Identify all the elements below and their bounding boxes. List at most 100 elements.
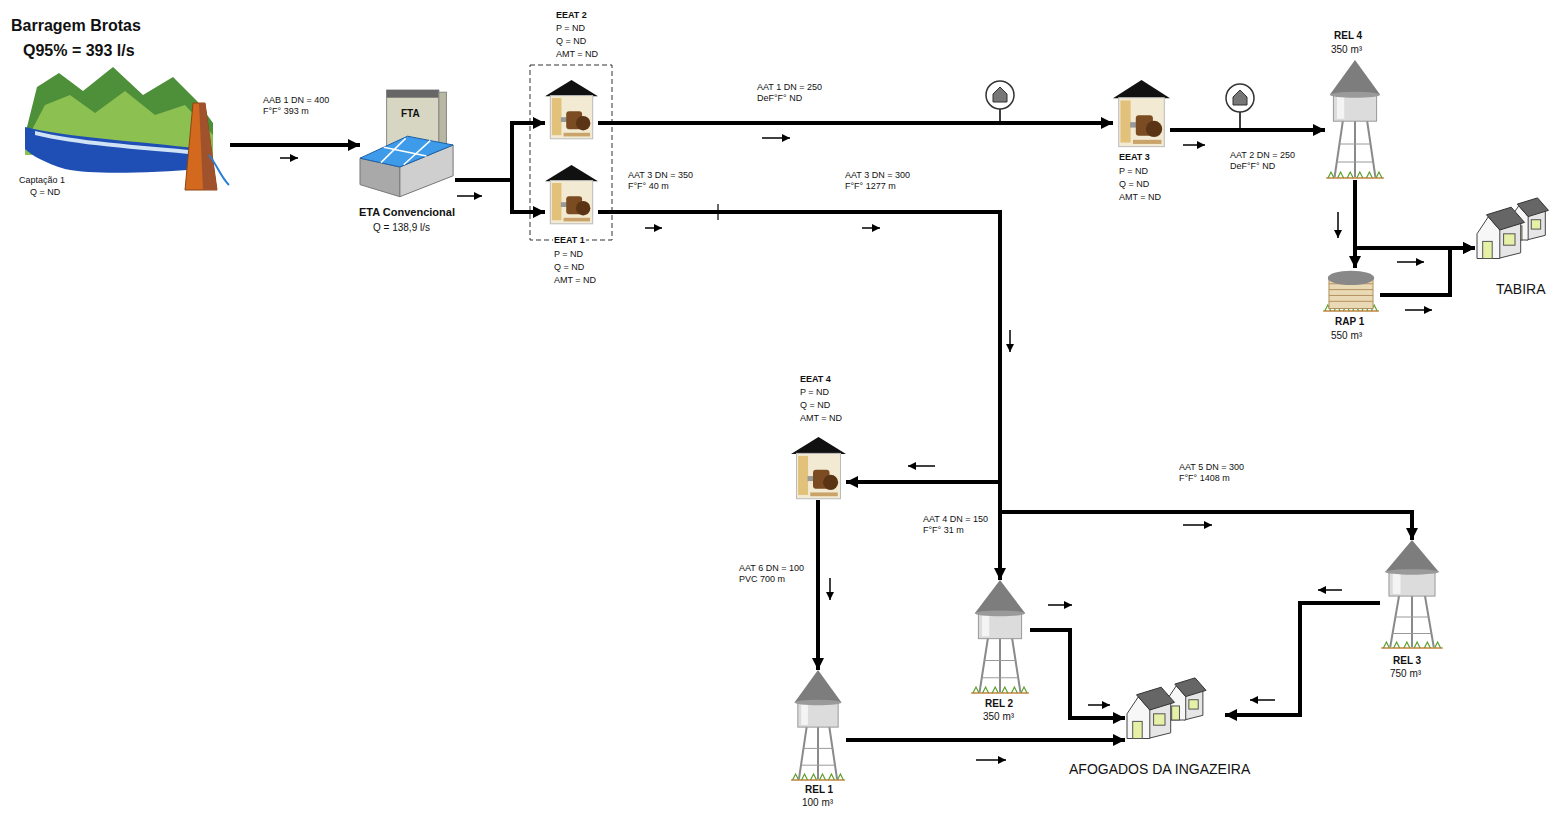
flow-direction-arrow xyxy=(976,759,1006,761)
tower-roof-rim xyxy=(975,610,1025,616)
tower-brace xyxy=(1393,633,1431,634)
grass-tuft xyxy=(973,687,979,693)
flow-direction-arrow xyxy=(829,578,831,600)
node-detail: AMT = ND xyxy=(555,49,599,60)
node-title: Barragem Brotas xyxy=(10,16,142,35)
pump-house-door xyxy=(798,456,808,495)
flow-direction-arrow xyxy=(1009,330,1011,352)
pump-icon xyxy=(545,165,598,225)
grass-tuft xyxy=(1021,687,1027,693)
pipe-label: AAT 4 DN = 150 F°F° 31 m xyxy=(922,514,998,536)
node-title: REL 3 xyxy=(1392,655,1422,667)
node-title: REL 2 xyxy=(984,698,1014,710)
tower-leg xyxy=(1354,120,1356,177)
eta-tower-top xyxy=(387,90,439,98)
pipeline xyxy=(1225,603,1380,715)
tower-icon xyxy=(1325,60,1385,180)
dam-icon xyxy=(25,65,230,190)
node-title: EEAT 4 xyxy=(799,374,832,385)
tower-roof xyxy=(794,670,841,702)
tower-leg xyxy=(829,726,837,779)
node-detail: P = ND xyxy=(555,23,586,34)
house-roof xyxy=(1175,678,1206,697)
tower-roof-rim xyxy=(794,700,841,706)
pipeline xyxy=(598,212,1412,540)
grass-tuft xyxy=(1394,642,1400,648)
house-window xyxy=(1189,700,1198,709)
house-window xyxy=(1531,220,1540,229)
flow-direction-arrow xyxy=(1337,212,1339,238)
tower-node: REL 3750 m³ xyxy=(1380,540,1444,650)
grass-tuft xyxy=(819,774,825,780)
house-door xyxy=(1483,241,1493,258)
grass-tuft xyxy=(1357,172,1363,178)
grass-tuft xyxy=(1383,642,1389,648)
node-detail: AMT = ND xyxy=(553,275,597,286)
house-door xyxy=(1133,721,1143,738)
tower-leg xyxy=(1012,638,1020,693)
pump-house-door xyxy=(552,183,562,220)
houses-icon xyxy=(1475,195,1557,270)
tower-brace xyxy=(1395,617,1428,618)
consumer-house-symbol xyxy=(993,87,1007,102)
ground-line xyxy=(971,692,1029,694)
tank-ring xyxy=(1329,301,1373,302)
pipe-label: AAT 3 DN = 350 F°F° 40 m xyxy=(627,170,701,192)
node-title: TABIRA xyxy=(1495,281,1547,298)
node-detail: AMT = ND xyxy=(799,413,843,424)
grass-tuft xyxy=(1414,642,1420,648)
grass-tuft xyxy=(1366,172,1372,178)
pump-base xyxy=(564,218,591,222)
flow-direction-arrow xyxy=(1405,309,1432,311)
node-title: REL 1 xyxy=(804,784,834,796)
grass-tuft xyxy=(1338,172,1344,178)
pump-icon xyxy=(791,437,846,500)
reservoir-water xyxy=(25,127,203,173)
pump-base xyxy=(1133,140,1162,144)
grass-tuft xyxy=(1404,642,1410,648)
flow-direction-arrow xyxy=(908,465,935,467)
node-title: EEAT 2 xyxy=(555,10,588,21)
pipeline xyxy=(598,121,1113,125)
tower-brace xyxy=(984,660,1015,661)
connection-stem xyxy=(999,109,1001,123)
tower-leg xyxy=(817,726,819,779)
spillway-water xyxy=(209,155,229,185)
node-detail: Q = 138,9 l/s xyxy=(372,222,431,234)
node-detail: 350 m³ xyxy=(982,711,1015,723)
pump-icon xyxy=(1113,80,1170,148)
flow-direction-arrow xyxy=(762,137,790,139)
houses-node: TABIRA xyxy=(1475,195,1557,270)
tower-tank-highlight xyxy=(801,702,808,724)
house-door xyxy=(1172,706,1180,720)
flow-direction-arrow xyxy=(280,157,298,159)
consumer-house-symbol xyxy=(1233,90,1247,105)
pump-house xyxy=(797,453,841,498)
flow-direction-arrow xyxy=(862,227,880,229)
node-title: RAP 1 xyxy=(1334,316,1365,328)
pump-roof xyxy=(791,437,846,454)
grass-tuft xyxy=(1347,172,1353,178)
tower-brace xyxy=(1337,162,1373,163)
house-window xyxy=(1154,714,1165,725)
grass-tuft xyxy=(1424,642,1430,648)
node-detail: Captação 1 xyxy=(18,175,66,186)
tower-leg xyxy=(1411,595,1413,647)
house-roof xyxy=(1487,207,1525,230)
basin-divider xyxy=(404,141,431,165)
pump-node: EEAT 2P = NDQ = NDAMT = ND xyxy=(545,80,598,140)
tower-icon xyxy=(790,670,846,782)
pipeline xyxy=(230,143,360,147)
node-detail: Q = ND xyxy=(1118,179,1150,190)
tower-node: REL 4350 m³ xyxy=(1325,60,1385,180)
node-detail: Q = ND xyxy=(799,400,831,411)
pipe-label: AAT 3 DN = 300 F°F° 1277 m xyxy=(844,170,920,192)
dam-wall xyxy=(185,103,217,190)
flow-direction-arrow xyxy=(1183,144,1205,146)
tower-leg xyxy=(1425,595,1434,647)
pump-house-door xyxy=(552,98,562,135)
connection-stem xyxy=(1239,112,1241,130)
pump-house-door xyxy=(1120,100,1130,142)
tower-roof xyxy=(1330,60,1380,95)
pump-roof xyxy=(545,165,598,181)
